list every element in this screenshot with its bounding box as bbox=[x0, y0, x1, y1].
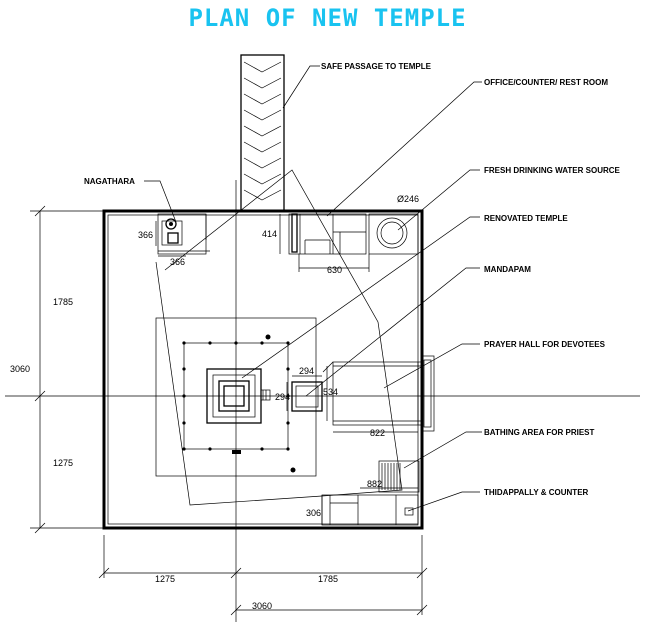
pillar bbox=[182, 341, 186, 345]
bathing-area bbox=[378, 460, 420, 493]
dimension-lines bbox=[30, 205, 428, 616]
pillar bbox=[286, 341, 290, 345]
pillar bbox=[234, 341, 238, 345]
label-office: OFFICE/COUNTER/ REST ROOM bbox=[484, 78, 608, 87]
pillar bbox=[260, 447, 264, 451]
dim-1785-left: 1785 bbox=[53, 297, 73, 307]
dim-well-diameter: Ø246 bbox=[397, 194, 419, 204]
pillar bbox=[286, 421, 290, 425]
label-renovated: RENOVATED TEMPLE bbox=[484, 214, 568, 223]
dim-630: 630 bbox=[327, 265, 342, 275]
label-mandapam: MANDAPAM bbox=[484, 265, 531, 274]
label-safe-passage: SAFE PASSAGE TO TEMPLE bbox=[321, 62, 432, 71]
pillar bbox=[208, 447, 212, 451]
pillar bbox=[208, 341, 212, 345]
dim-882: 882 bbox=[367, 479, 382, 489]
dim-3060-bottom: 3060 bbox=[252, 601, 272, 611]
safe-passage bbox=[240, 54, 285, 212]
pillar bbox=[182, 421, 186, 425]
dim-1275-bottom: 1275 bbox=[155, 574, 175, 584]
bali-stone bbox=[232, 450, 241, 454]
boundary-wall bbox=[102, 209, 424, 530]
label-nagathara: NAGATHARA bbox=[84, 177, 135, 186]
sanctum bbox=[218, 380, 250, 412]
well bbox=[368, 213, 419, 255]
label-prayer-hall: PRAYER HALL FOR DEVOTEES bbox=[484, 340, 606, 349]
office-block bbox=[288, 213, 367, 255]
boundary-wall-inner bbox=[107, 214, 419, 525]
pillar bbox=[286, 447, 290, 451]
pillar bbox=[260, 341, 264, 345]
courtyard-outline bbox=[155, 317, 317, 477]
label-thidappally: THIDAPPALLY & COUNTER bbox=[484, 488, 589, 497]
dim-534: 534 bbox=[323, 387, 338, 397]
dim-294-vertical: 294 bbox=[275, 392, 290, 402]
label-water: FRESH DRINKING WATER SOURCE bbox=[484, 166, 621, 175]
dim-1275-left: 1275 bbox=[53, 458, 73, 468]
prayer-hall bbox=[322, 355, 435, 432]
pillar bbox=[182, 447, 186, 451]
site-outline-polygon bbox=[155, 169, 403, 506]
label-bathing: BATHING AREA FOR PRIEST bbox=[484, 428, 594, 437]
dim-294-horizontal: 294 bbox=[299, 366, 314, 376]
nagathara bbox=[157, 213, 210, 255]
mandapam bbox=[291, 381, 323, 412]
dim-1785-bottom: 1785 bbox=[318, 574, 338, 584]
dim-822: 822 bbox=[370, 428, 385, 438]
dim-306: 306 bbox=[306, 508, 321, 518]
dim-3060-left: 3060 bbox=[10, 364, 30, 374]
plan-title: PLAN OF NEW TEMPLE bbox=[188, 4, 467, 32]
dim-366-vertical: 366 bbox=[138, 230, 153, 240]
thidappally-block bbox=[321, 494, 419, 526]
pillar bbox=[182, 394, 186, 398]
temple-steps bbox=[260, 389, 271, 401]
leader-lines bbox=[144, 65, 482, 512]
dim-414: 414 bbox=[262, 229, 277, 239]
pillar bbox=[182, 367, 186, 371]
pillar bbox=[286, 367, 290, 371]
dim-366-horizontal: 366 bbox=[170, 257, 185, 267]
